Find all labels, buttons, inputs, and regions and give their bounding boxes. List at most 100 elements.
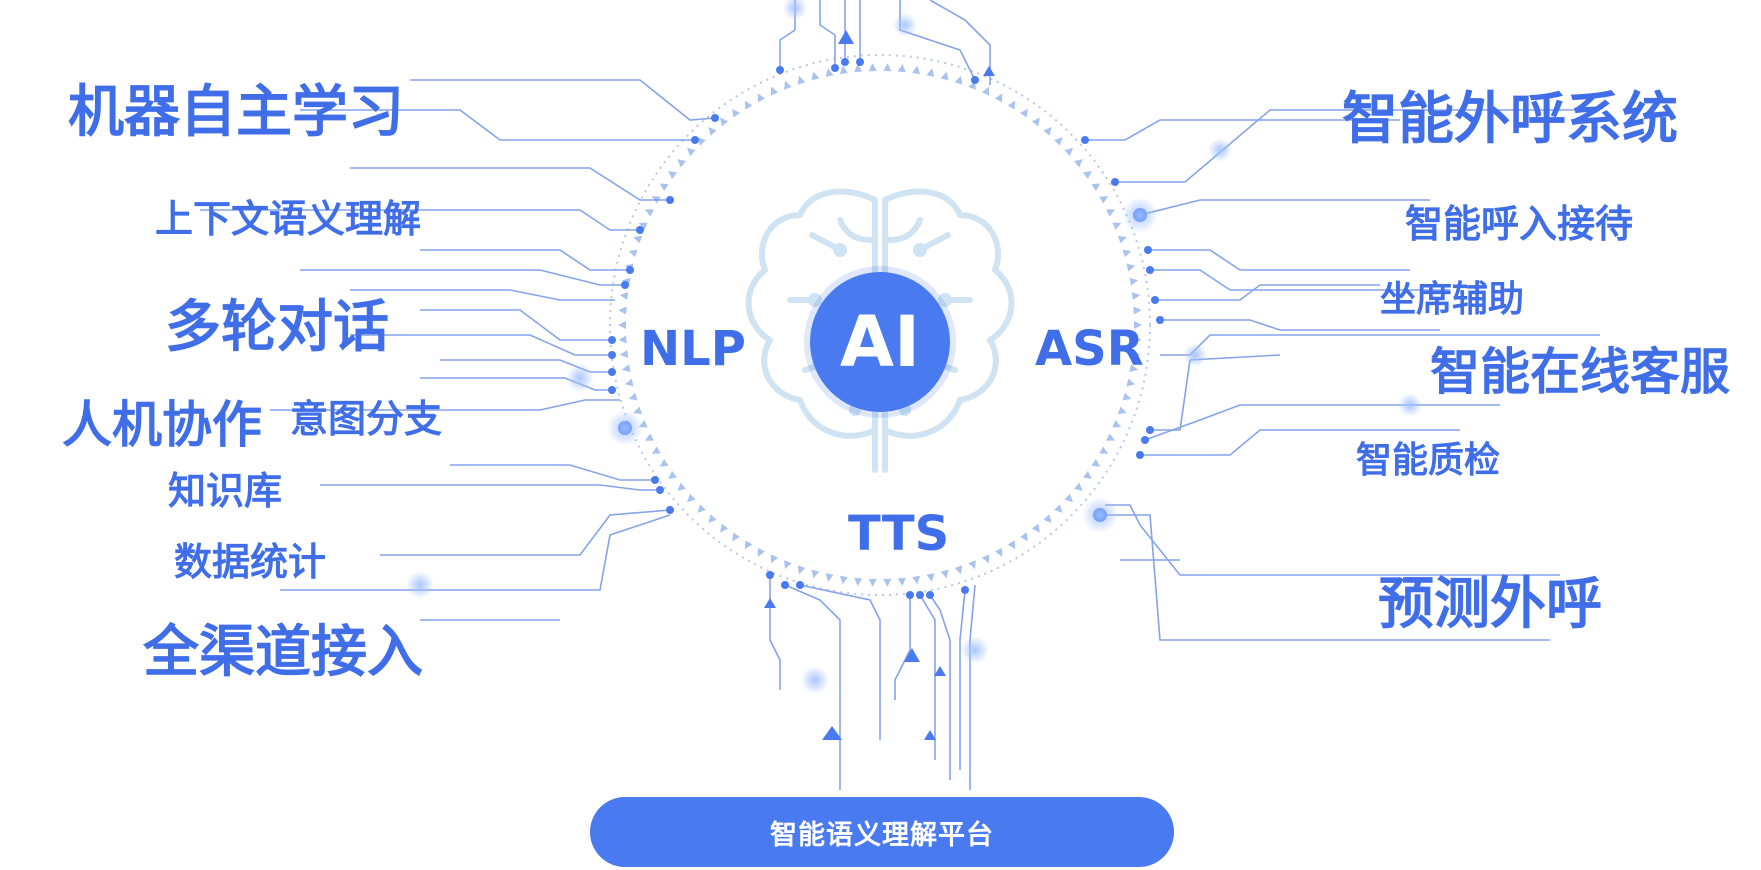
ring-tick bbox=[994, 547, 1003, 557]
left-feature-knowledge-base: 知识库 bbox=[168, 469, 283, 513]
left-feature-human-machine: 人机协作 bbox=[62, 396, 262, 454]
ring-tick bbox=[708, 126, 717, 136]
ring-tick bbox=[757, 547, 766, 557]
ring-tick bbox=[668, 171, 677, 179]
ring-tick bbox=[994, 93, 1003, 103]
ring-tick bbox=[633, 406, 643, 415]
ring-tick bbox=[1091, 458, 1101, 467]
right-feature-predictive-outbound: 预测外呼 bbox=[1378, 572, 1602, 637]
ring-tick bbox=[619, 349, 629, 358]
ring-tick bbox=[1117, 235, 1127, 244]
ring-tick bbox=[1064, 147, 1074, 157]
right-feature-outbound-system: 智能外呼系统 bbox=[1342, 87, 1678, 152]
ring-tick bbox=[1031, 523, 1040, 533]
ring-tick bbox=[720, 523, 729, 533]
right-feature-quality-inspection: 智能质检 bbox=[1356, 440, 1501, 481]
ring-tick bbox=[954, 565, 963, 575]
right-feature-agent-assist: 坐席辅助 bbox=[1380, 279, 1525, 320]
ring-tick bbox=[1131, 292, 1141, 301]
ring-tick bbox=[1083, 471, 1092, 479]
ring-tick bbox=[854, 63, 863, 73]
ring-tick bbox=[651, 446, 661, 454]
ring-tick bbox=[825, 573, 834, 582]
ring-tick bbox=[868, 63, 877, 72]
ring-tick bbox=[757, 93, 766, 103]
ring-tick bbox=[912, 575, 921, 585]
ring-tick bbox=[1126, 263, 1136, 272]
ring-tick bbox=[839, 575, 848, 585]
ring-tick bbox=[1133, 306, 1142, 315]
ring-tick bbox=[744, 540, 753, 550]
left-circuit-traces bbox=[200, 79, 716, 621]
ring-tick bbox=[797, 75, 806, 85]
ring-tick bbox=[708, 514, 717, 524]
ring-tick bbox=[1007, 540, 1016, 550]
left-feature-data-statistics: 数据统计 bbox=[174, 540, 327, 584]
ring-tick bbox=[628, 392, 638, 401]
ring-tick bbox=[628, 249, 638, 258]
ring-tick bbox=[638, 222, 648, 230]
top-circuit-traces bbox=[779, 0, 991, 85]
ai-core-badge: AI bbox=[810, 272, 950, 412]
ring-tick bbox=[897, 63, 906, 73]
ring-tick bbox=[618, 306, 627, 315]
ring-tick bbox=[1083, 171, 1092, 179]
ring-tick bbox=[839, 65, 848, 75]
ring-tick bbox=[1054, 137, 1063, 146]
ring-tick bbox=[1129, 277, 1139, 286]
ring-tick bbox=[732, 532, 740, 542]
ring-tick bbox=[659, 183, 669, 192]
ring-tick bbox=[1126, 378, 1136, 387]
platform-button[interactable]: 智能语义理解平台 bbox=[590, 797, 1174, 867]
ring-tick bbox=[1099, 446, 1109, 454]
ring-tick bbox=[651, 196, 661, 204]
ring-tick bbox=[1064, 493, 1074, 503]
left-feature-multi-turn-dialog: 多轮对话 bbox=[165, 295, 389, 360]
tech-label-tts: TTS bbox=[848, 506, 950, 562]
ring-tick bbox=[668, 471, 677, 479]
ring-tick bbox=[1129, 364, 1139, 373]
ring-tick bbox=[981, 86, 990, 96]
ring-tick bbox=[659, 458, 669, 467]
ring-tick bbox=[732, 108, 740, 118]
ring-tick bbox=[677, 159, 686, 168]
ring-tick bbox=[624, 378, 634, 387]
ring-tick bbox=[744, 100, 753, 110]
ring-tick bbox=[770, 86, 779, 96]
glow-dots bbox=[406, 0, 1422, 694]
ring-tick bbox=[1007, 100, 1016, 110]
ring-tick bbox=[968, 560, 976, 570]
ring-tick bbox=[1122, 249, 1132, 258]
ring-tick bbox=[811, 569, 820, 579]
triangle-tick-ring bbox=[618, 63, 1142, 587]
ring-tick bbox=[1043, 126, 1052, 136]
ring-tick bbox=[644, 209, 654, 217]
ring-tick bbox=[697, 504, 706, 513]
ring-tick bbox=[697, 137, 706, 146]
ring-tick bbox=[1074, 482, 1083, 491]
ring-tick bbox=[854, 577, 863, 587]
left-feature-intent-branch: 意图分支 bbox=[290, 397, 443, 441]
left-feature-context-semantics: 上下文语义理解 bbox=[155, 197, 422, 241]
outer-dotted-ring bbox=[609, 54, 1151, 596]
ring-tick bbox=[686, 493, 696, 503]
tech-label-nlp: NLP bbox=[640, 321, 746, 377]
ring-tick bbox=[926, 68, 935, 77]
ring-tick bbox=[1031, 117, 1040, 127]
bottom-circuit-traces bbox=[769, 575, 976, 790]
ring-tick bbox=[825, 68, 834, 77]
ring-tick bbox=[1091, 183, 1101, 192]
ring-tick bbox=[644, 433, 654, 441]
ring-tick bbox=[1122, 392, 1132, 401]
ring-tick bbox=[1112, 222, 1122, 230]
tech-label-asr: ASR bbox=[1035, 321, 1144, 377]
ring-tick bbox=[720, 117, 729, 127]
ring-tick bbox=[1074, 159, 1083, 168]
arrow-markers bbox=[764, 30, 995, 740]
ring-tick bbox=[868, 578, 877, 587]
ring-tick bbox=[618, 335, 627, 344]
right-feature-online-service: 智能在线客服 bbox=[1430, 343, 1730, 401]
ring-tick bbox=[811, 71, 820, 81]
